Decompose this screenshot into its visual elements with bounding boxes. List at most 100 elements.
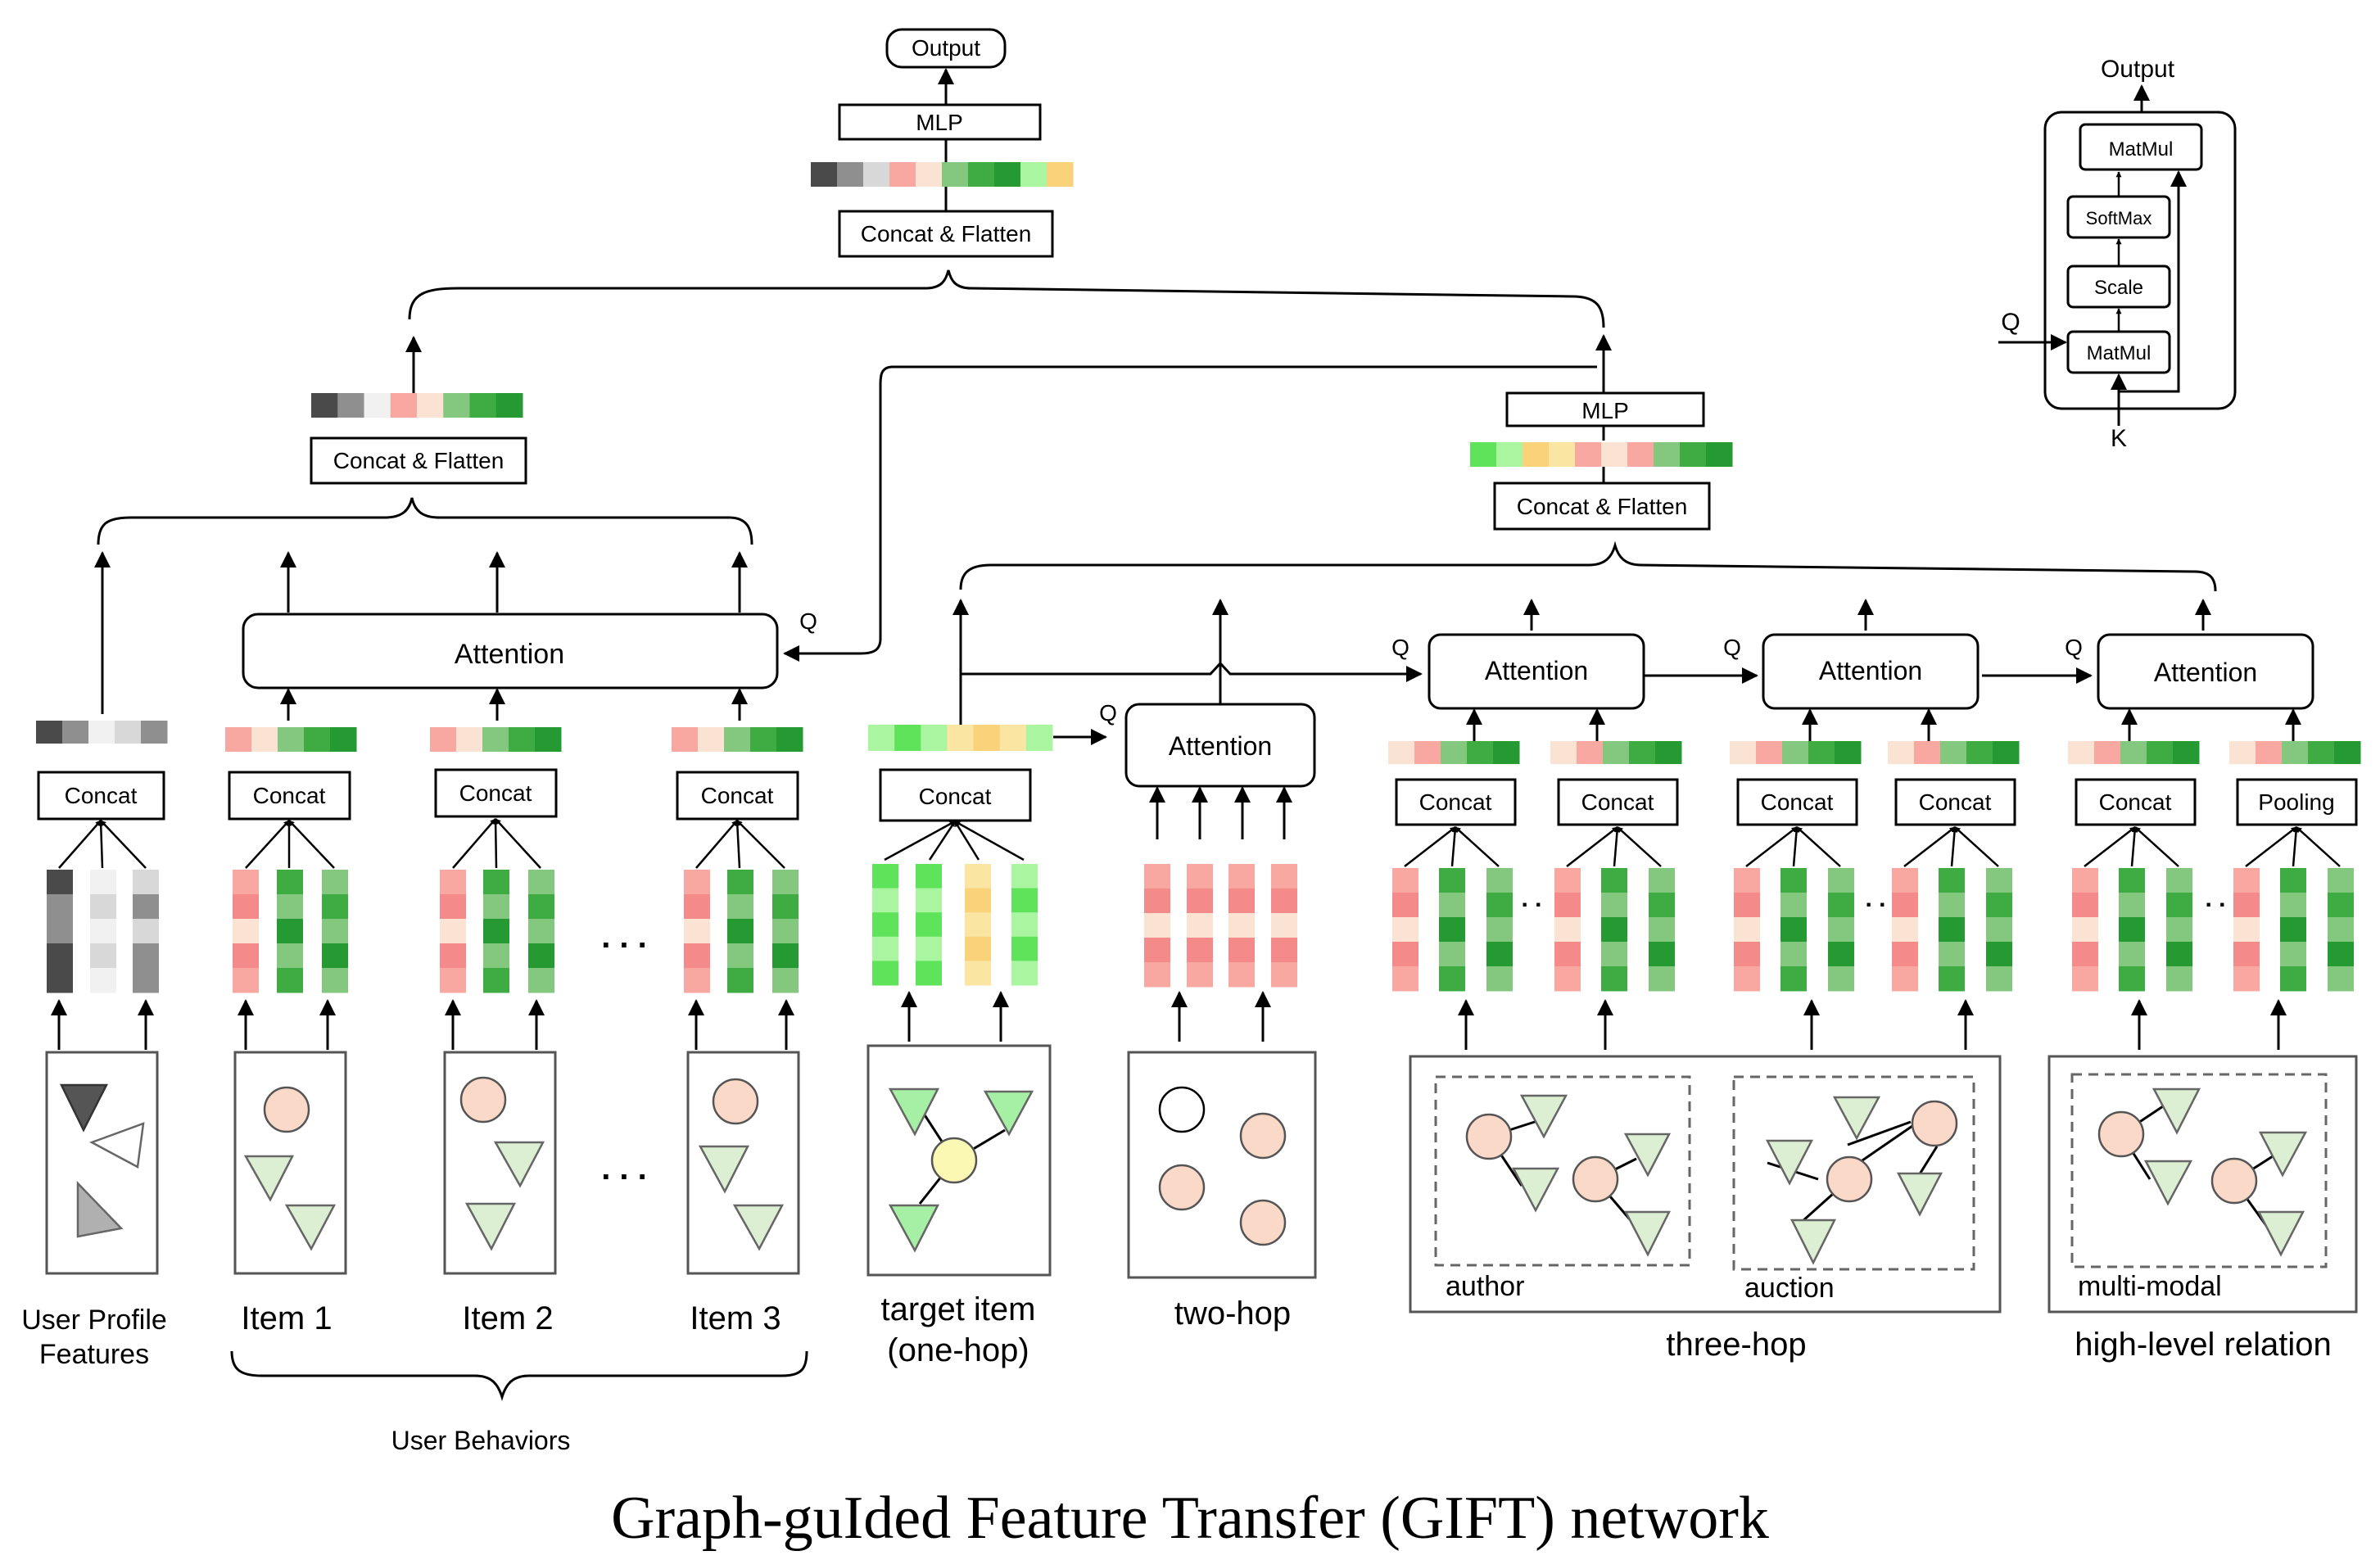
user-profile-col-1-cell <box>47 943 73 969</box>
author-concat-2-col-green-a-cell <box>1601 966 1627 992</box>
user-profile-feature-columns <box>47 870 159 993</box>
author-concat-1-input-arrow <box>1455 826 1500 867</box>
item-2-column: Concat Item 2 <box>430 727 562 1336</box>
auction-concat-1-label: Concat <box>1761 789 1834 815</box>
user-profile-embedding-strip-cell <box>62 721 89 744</box>
user-profile-col-3-cell <box>133 968 159 993</box>
two-hop-q-label: Q <box>1099 700 1117 726</box>
item-1-embedding-strip-cell <box>251 727 278 752</box>
col-i3-red-cell <box>684 919 710 944</box>
multimodal-concat-col-green-b-cell <box>2166 868 2192 893</box>
author-concat-2-col-red-cell <box>1554 917 1581 943</box>
two-hop-col-1-cell <box>1144 938 1170 963</box>
multimodal-pooling-col-red-cell <box>2233 868 2260 893</box>
three-hop-label: three-hop <box>1666 1327 1806 1363</box>
col-i1-green-a-cell <box>277 894 303 920</box>
multimodal-concat-col-red-cell <box>2072 966 2098 992</box>
user-profile-col-1-cell <box>47 968 73 993</box>
auction-concat-2-embedding-cell <box>1940 741 1967 764</box>
auction-concat-2-embedding-cell <box>1914 741 1941 764</box>
multimodal-attention-label: Attention <box>2154 658 2257 687</box>
item-dots-mid: . . . <box>601 919 647 955</box>
multimodal-concat-embedding-cell <box>2147 741 2174 764</box>
graph-branch-embedding-strip-cell <box>1549 442 1576 467</box>
multimodal-concat-col-green-a-cell <box>2119 917 2145 943</box>
multimodal-pooling-col-green-b-cell <box>2328 893 2354 918</box>
final-embedding-strip-cell <box>942 162 969 187</box>
item-2-embedding-strip-cell <box>535 727 562 752</box>
col-i2-green-b-cell <box>528 968 554 993</box>
graph-branch-head: MLP Concat & Flatten Q <box>952 334 2217 725</box>
author-concat-1-embedding-cell <box>1441 741 1468 764</box>
target-col-3-cell <box>965 864 991 889</box>
author-concat-1-col-green-a-cell <box>1439 917 1465 943</box>
multimodal-concat-col-green-a-cell <box>2119 942 2145 967</box>
two-hop-col-3-cell <box>1228 938 1255 963</box>
attention-module-k-label: K <box>2111 425 2127 452</box>
item-2-concat-label: Concat <box>459 780 532 806</box>
item-3-concat-label: Concat <box>701 783 774 808</box>
item-1-label: Item 1 <box>241 1300 332 1336</box>
three-hop-q-label: Q <box>1391 635 1409 660</box>
multi-modal-label: multi-modal <box>2078 1271 2222 1302</box>
final-embedding-strip-cell <box>889 162 916 187</box>
multimodal-concat-col-green-a-cell <box>2119 966 2145 992</box>
target-col-3-cell <box>965 936 991 961</box>
col-i2-green-a-cell <box>483 943 509 969</box>
user-branch-head: Concat & Flatten Attention Q <box>94 336 1597 721</box>
auction-concat-2-col-green-b-cell <box>1986 868 2012 893</box>
author-concat-2-input-arrow <box>1617 826 1662 867</box>
multimodal-concat-input-arrow <box>2134 826 2179 867</box>
target-item-embedding-strip-cell <box>894 725 921 751</box>
two-hop-col-2-cell <box>1187 913 1213 938</box>
col-i3-green-a-cell <box>727 870 753 895</box>
high-level-relation-label: high-level relation <box>2075 1327 2332 1363</box>
auction-concat-2-col-green-b-cell <box>1986 893 2012 918</box>
two-hop-label: two-hop <box>1174 1295 1291 1332</box>
author-concat-1-col-green-a-cell <box>1439 942 1465 967</box>
user-profile-col-3-cell <box>133 894 159 920</box>
col-i2-green-a-cell <box>483 919 509 944</box>
user-attention-q-label: Q <box>799 608 817 634</box>
item-3-column: Concat Item 3 <box>672 727 803 1336</box>
multimodal-pooling-col-green-a-cell <box>2280 893 2306 918</box>
user-profile-concat-label: Concat <box>65 783 138 808</box>
multimodal-concat-embedding-cell <box>2068 741 2095 764</box>
item-1-feature-columns <box>233 870 348 993</box>
multimodal-pooling-col-green-a-cell <box>2280 966 2306 992</box>
author-concat-2-col-green-a-cell <box>1601 917 1627 943</box>
multimodal-concat-col-green-b-cell <box>2166 942 2192 967</box>
author-concat-2-embedding-cell <box>1550 741 1577 764</box>
item-3-feature-columns <box>684 870 799 993</box>
auction-concat-1-col-green-b-cell <box>1828 868 1854 893</box>
target-col-3-cell <box>965 888 991 913</box>
target-col-2-cell <box>916 888 942 913</box>
auction-concat-1-col-red-cell <box>1734 942 1760 967</box>
target-item-embedding-strip <box>868 725 1053 751</box>
author-concat-2-box <box>1557 778 1679 826</box>
multimodal-dots: . . <box>2205 885 2225 912</box>
author-label: author <box>1446 1271 1524 1302</box>
user-profile-label-line1: User Profile <box>21 1305 167 1336</box>
multimodal-concat-col-green-a-cell <box>2119 893 2145 918</box>
two-hop-attention-label: Attention <box>1169 731 1272 761</box>
user-profile-col-1-cell <box>47 894 73 920</box>
author-concat-2-col-green-b-cell <box>1649 868 1675 893</box>
auction-concat-2-embedding-cell <box>1966 741 1993 764</box>
author-concat-1-col-green-b-cell <box>1486 917 1513 943</box>
user-profile-label-line2: Features <box>39 1339 149 1370</box>
author-concat-1-col-green-b-cell <box>1486 966 1513 992</box>
item-2-feature-columns <box>440 870 554 993</box>
item-1-concat-label: Concat <box>253 783 326 808</box>
col-i1-green-b-cell <box>322 870 348 895</box>
col-i3-red-cell <box>684 870 710 895</box>
item-3-embedding-strip-cell <box>750 727 777 752</box>
two-hop-col-1-cell <box>1144 962 1170 988</box>
auction-concat-2-embedding-cell <box>1993 741 2020 764</box>
auction-concat-2-label: Concat <box>1919 789 1992 815</box>
col-i3-green-b-cell <box>772 870 799 895</box>
target-col-1-cell <box>872 888 898 913</box>
graph-branch-embedding-strip-cell <box>1627 442 1654 467</box>
multimodal-pooling-input-arrow <box>2245 826 2297 867</box>
target-item-embedding-strip-cell <box>921 725 948 751</box>
